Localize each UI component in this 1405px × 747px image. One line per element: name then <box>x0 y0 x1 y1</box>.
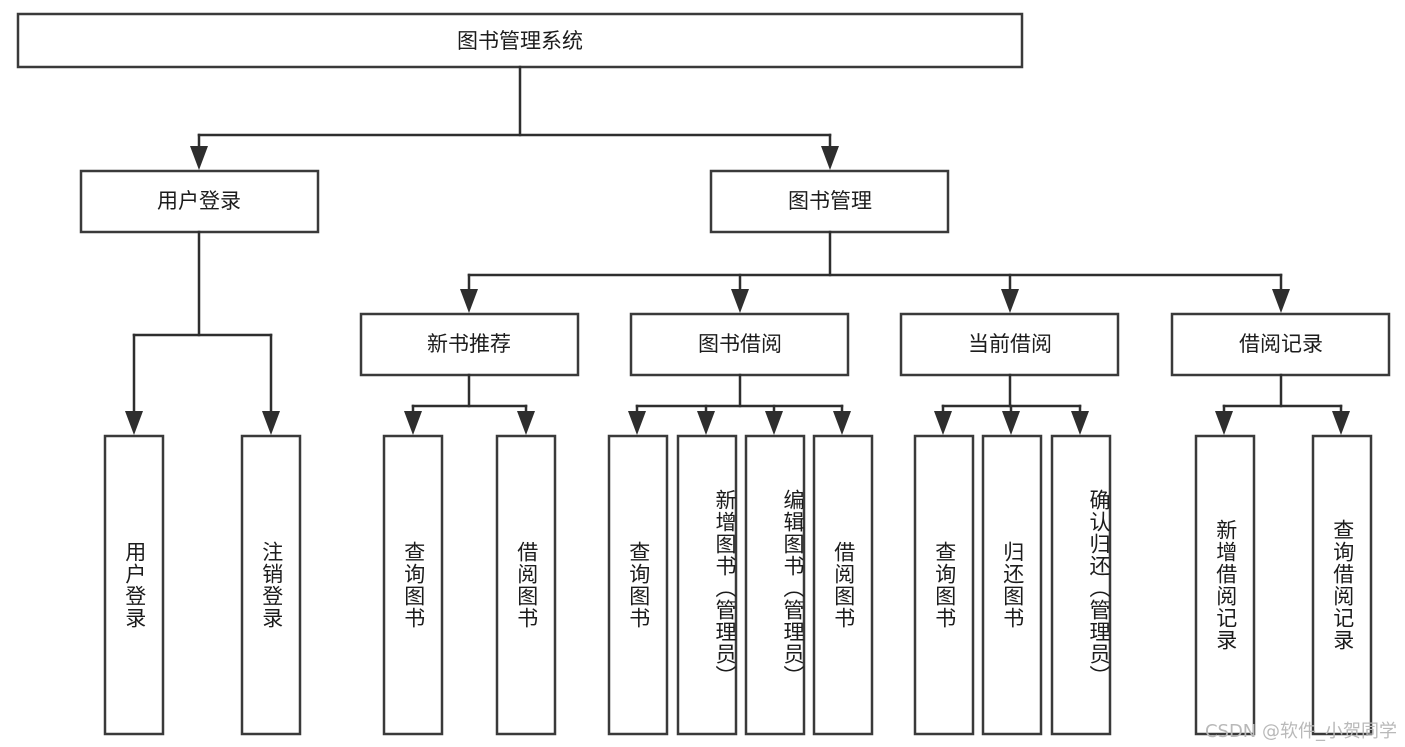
node-new-book-box[interactable] <box>359 312 580 377</box>
leaf-box-borrow-record-1[interactable] <box>1194 434 1256 736</box>
arrowhead-user-login-leaf2 <box>262 411 280 435</box>
node-book-mgmt-box[interactable] <box>709 169 950 234</box>
arrowhead-book-mgmt-to-current <box>1001 289 1019 313</box>
leaf-box-new-book-2[interactable] <box>495 434 557 736</box>
arrowhead-book-borrow-leaf4 <box>833 411 851 435</box>
arrowhead-book-borrow-leaf2 <box>697 411 715 435</box>
arrowhead-current-borrow-leaf2 <box>1002 411 1020 435</box>
label-new-book: 新书推荐 <box>427 332 511 356</box>
leaf-box-current-borrow-2[interactable] <box>981 434 1043 736</box>
leaf-box-current-borrow-3[interactable] <box>1050 434 1112 736</box>
leaf-box-current-borrow-1[interactable] <box>913 434 975 736</box>
leaf-box-new-book-1[interactable] <box>382 434 444 736</box>
arrowhead-root-to-user-login <box>190 146 208 170</box>
arrowhead-book-mgmt-to-borrow <box>731 289 749 313</box>
arrowhead-book-borrow-leaf1 <box>628 411 646 435</box>
arrowhead-user-login-leaf1 <box>125 411 143 435</box>
arrowhead-new-book-leaf1 <box>404 411 422 435</box>
leaf-box-book-borrow-2[interactable] <box>676 434 738 736</box>
arrowhead-book-mgmt-to-new-book <box>460 289 478 313</box>
arrowhead-current-borrow-leaf1 <box>934 411 952 435</box>
node-borrow-record-box[interactable] <box>1170 312 1391 377</box>
arrowhead-root-to-book-mgmt <box>821 146 839 170</box>
arrowhead-borrow-record-leaf1 <box>1215 411 1233 435</box>
arrowhead-new-book-leaf2 <box>517 411 535 435</box>
leaf-box-book-borrow-1[interactable] <box>607 434 669 736</box>
leaf-box-book-borrow-4[interactable] <box>812 434 874 736</box>
label-user-login: 用户登录 <box>157 189 241 213</box>
arrowhead-book-borrow-leaf3 <box>765 411 783 435</box>
arrowhead-book-mgmt-to-record <box>1272 289 1290 313</box>
label-current-borrow: 当前借阅 <box>968 332 1052 356</box>
watermark-text: CSDN @软件_小贺同学 <box>1204 721 1397 742</box>
arrowhead-borrow-record-leaf2 <box>1332 411 1350 435</box>
label-borrow-record: 借阅记录 <box>1239 332 1323 356</box>
arrowhead-current-borrow-leaf3 <box>1071 411 1089 435</box>
node-current-borrow-box[interactable] <box>899 312 1120 377</box>
leaf-box-book-borrow-3[interactable] <box>744 434 806 736</box>
leaf-box-user-login-2[interactable] <box>240 434 302 736</box>
node-book-borrow-box[interactable] <box>629 312 850 377</box>
label-root: 图书管理系统 <box>457 29 583 53</box>
leaf-box-borrow-record-2[interactable] <box>1311 434 1373 736</box>
label-book-mgmt: 图书管理 <box>788 189 872 213</box>
leaf-box-user-login-1[interactable] <box>103 434 165 736</box>
label-book-borrow: 图书借阅 <box>698 332 782 356</box>
node-root-box[interactable] <box>16 12 1024 69</box>
